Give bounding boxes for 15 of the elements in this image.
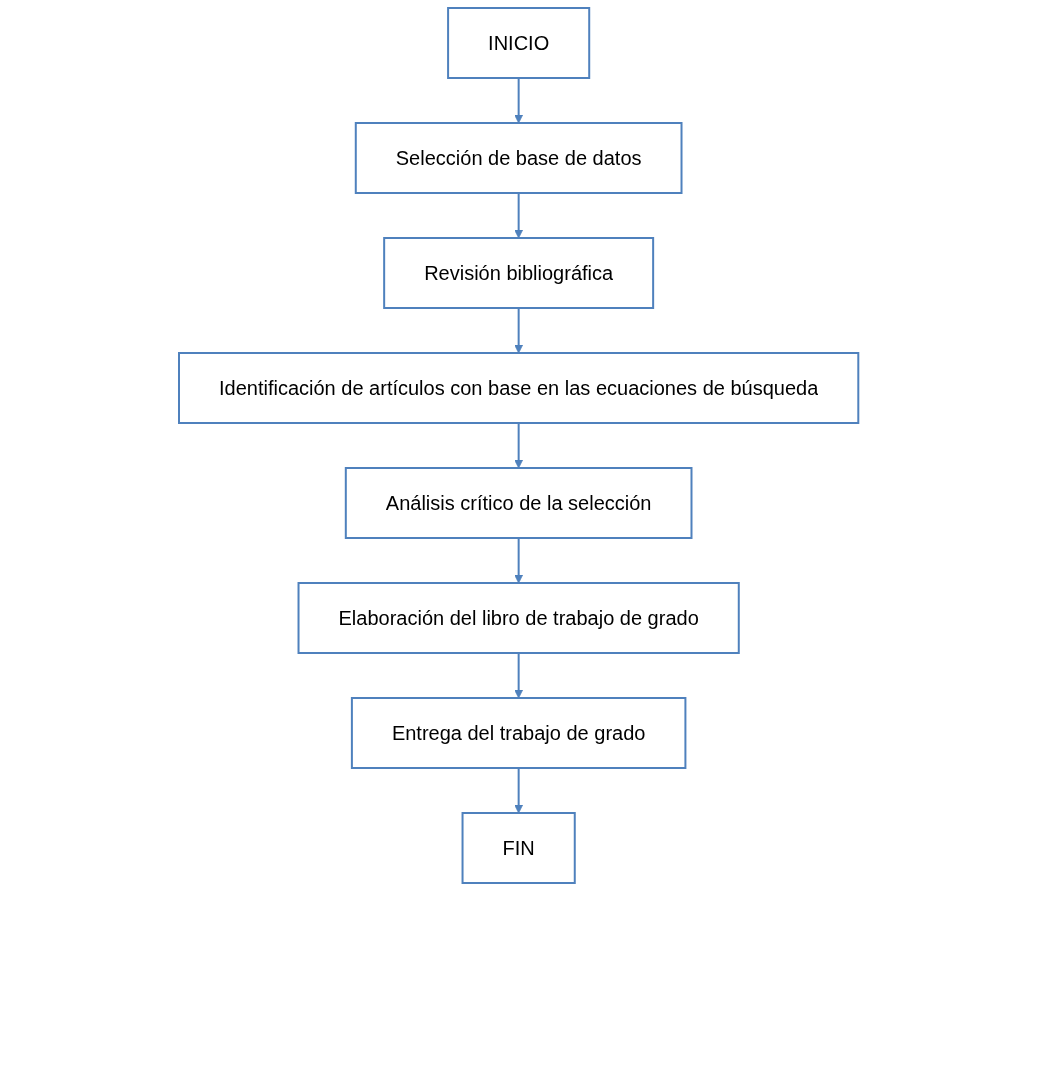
node-box: Entrega del trabajo de grado: [351, 697, 687, 769]
arrow: [514, 192, 524, 239]
node-box: INICIO: [447, 7, 591, 79]
arrow: [514, 652, 524, 699]
arrow: [514, 422, 524, 469]
node-box: Revisión bibliográfica: [383, 237, 655, 309]
arrow: [514, 307, 524, 354]
node-box: Identificación de artículos con base en las ecuaciones de búsqueda: [178, 352, 860, 424]
arrow: [514, 537, 524, 584]
node-box: FIN: [461, 812, 577, 884]
node-box: Elaboración del libro de trabajo de grado: [297, 582, 741, 654]
node-box: Selección de base de datos: [355, 122, 683, 194]
node-box: Análisis crítico de la selección: [345, 467, 693, 539]
arrow: [514, 77, 524, 124]
arrow: [514, 767, 524, 814]
